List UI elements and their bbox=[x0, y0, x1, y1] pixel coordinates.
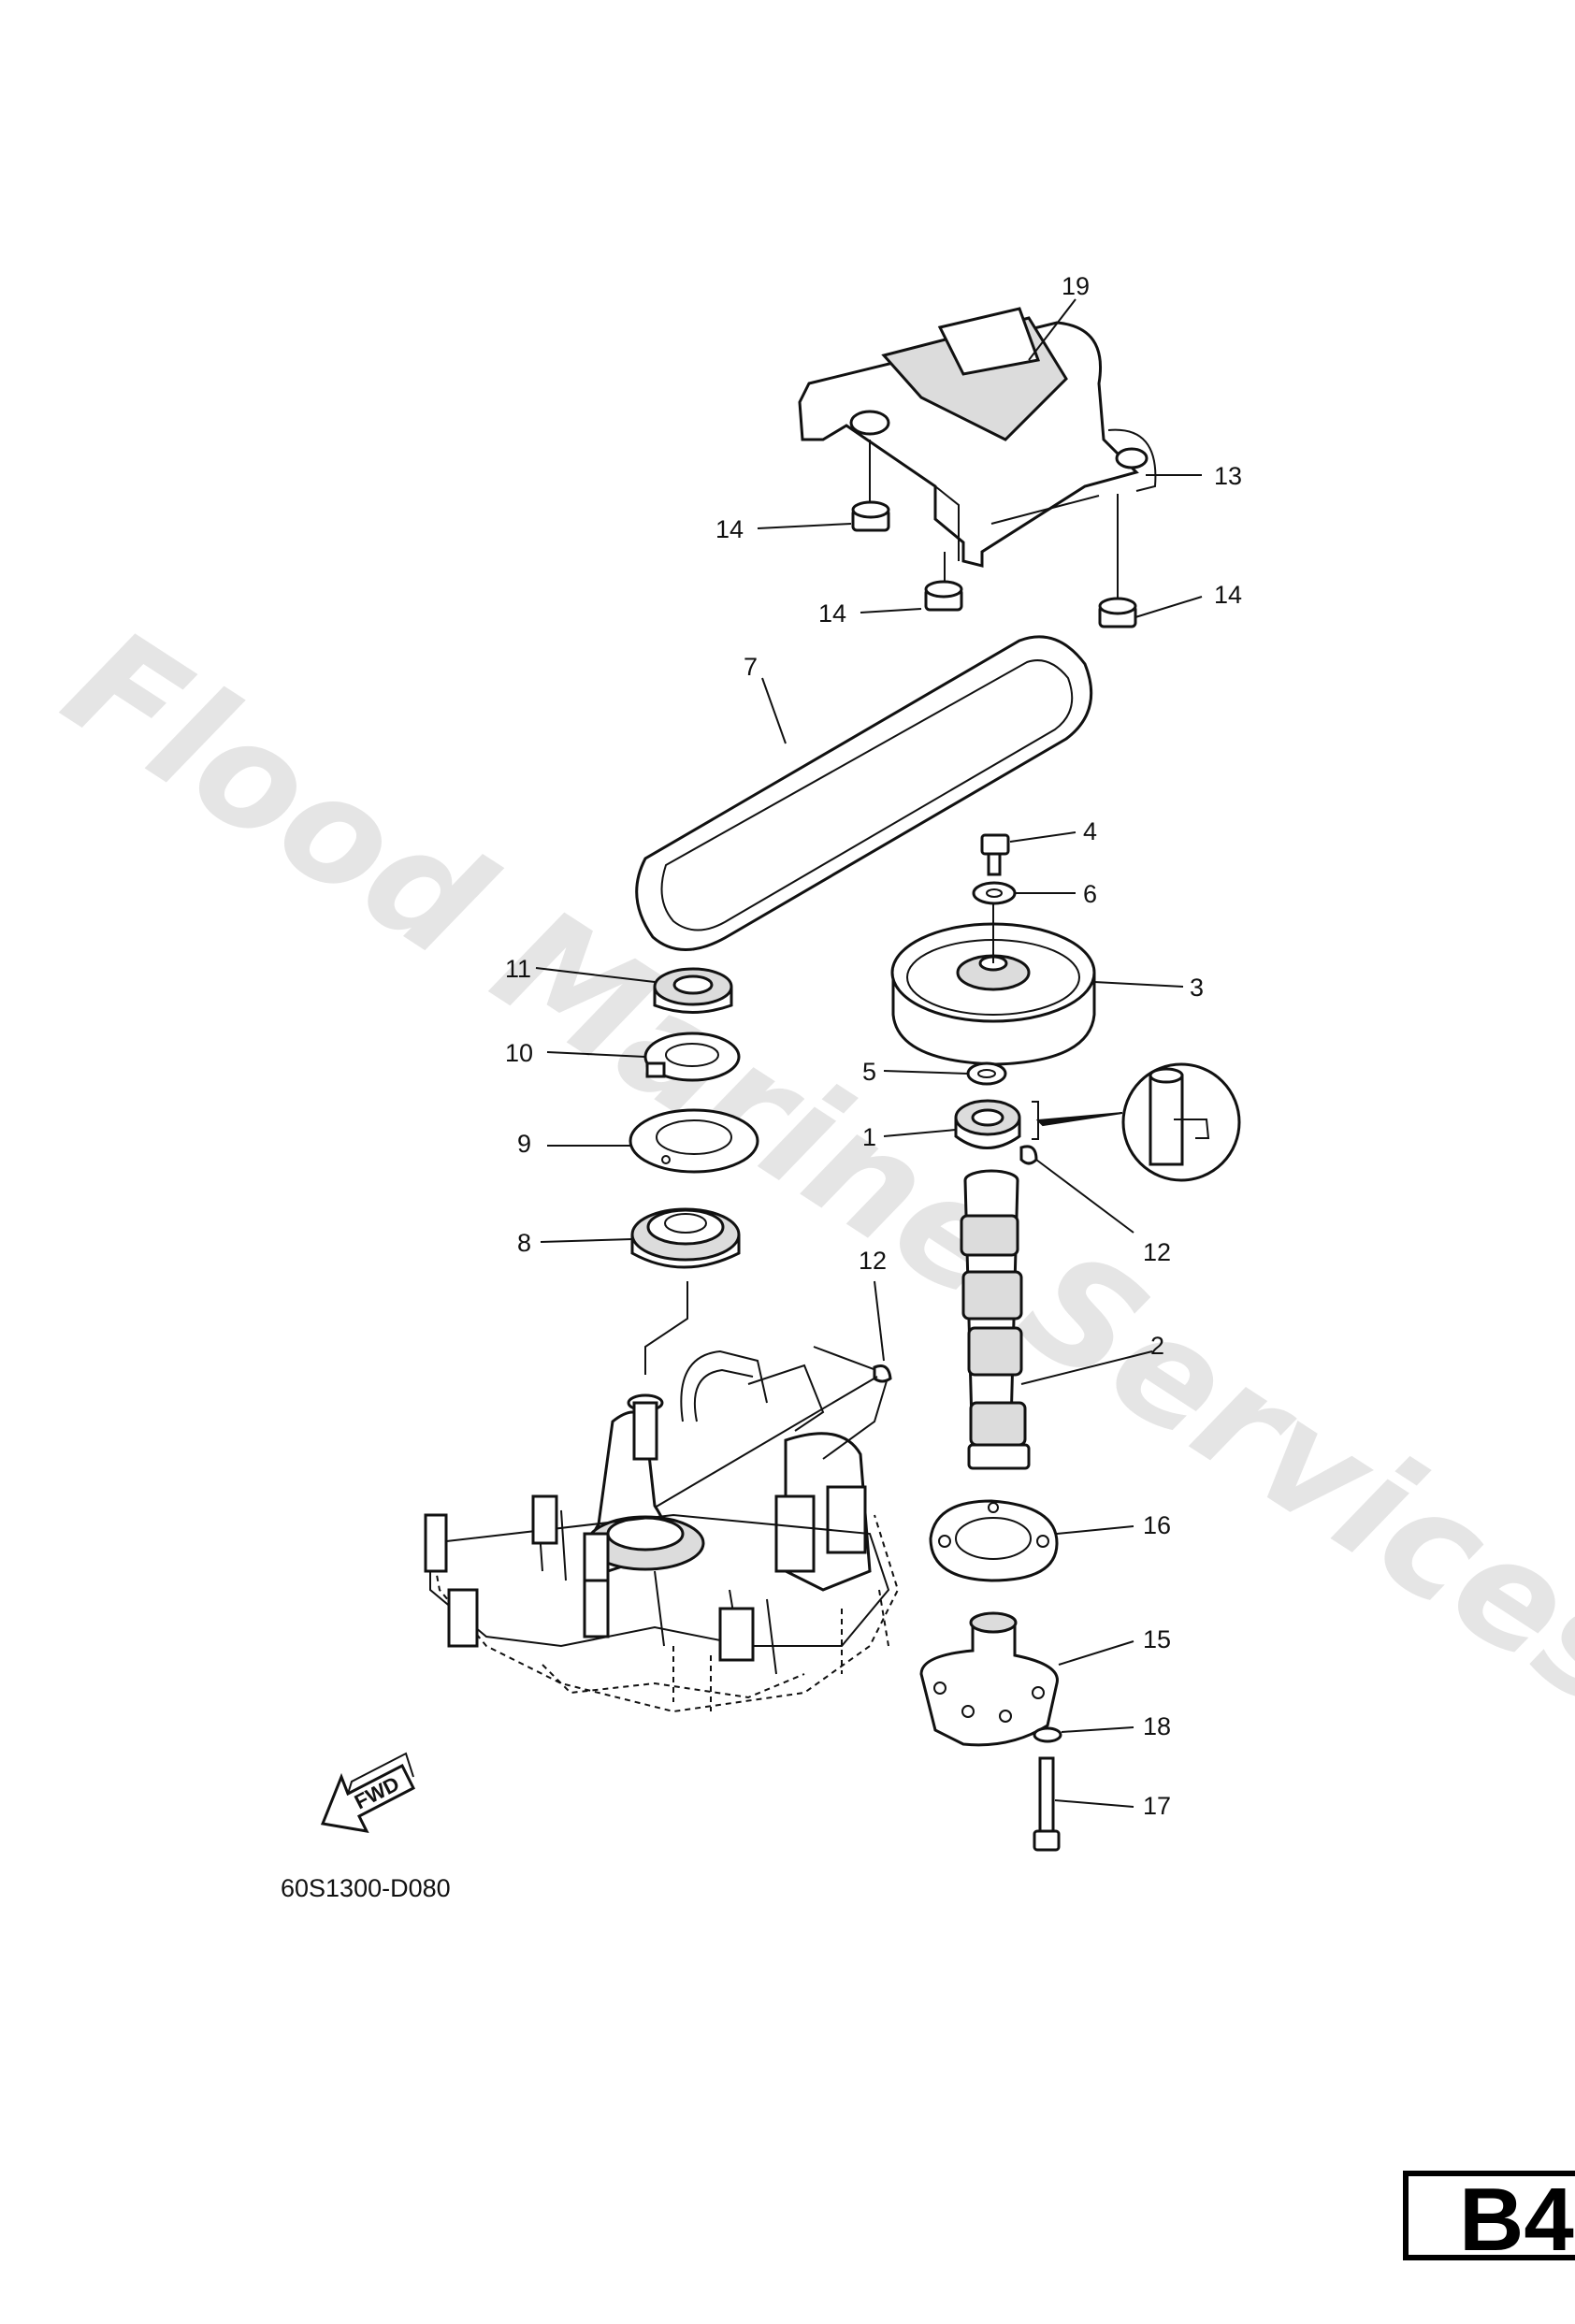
key-guide-line bbox=[654, 1376, 878, 1508]
bolt-17 bbox=[1033, 1756, 1061, 1852]
bolt-4 bbox=[980, 833, 1010, 876]
grommet-left bbox=[851, 440, 890, 532]
seal-detail-zoom bbox=[1032, 1062, 1241, 1182]
callout-11: 11 bbox=[505, 955, 531, 983]
powerhead-block bbox=[424, 1346, 900, 1713]
callout-17: 17 bbox=[1143, 1792, 1171, 1820]
woodruff-key-right bbox=[1019, 1145, 1038, 1165]
callout-16: 16 bbox=[1143, 1511, 1171, 1539]
callout-19: 19 bbox=[1062, 272, 1090, 300]
page-badge-label: B4 bbox=[1459, 2170, 1574, 2270]
oil-pump-15 bbox=[919, 1611, 1059, 1747]
callout-8: 8 bbox=[517, 1229, 531, 1257]
callout-6: 6 bbox=[1083, 880, 1097, 908]
callout-14-right: 14 bbox=[1214, 581, 1242, 609]
callout-3: 3 bbox=[1190, 974, 1204, 1002]
washer-5 bbox=[966, 1061, 1007, 1086]
washer-18 bbox=[1033, 1726, 1062, 1743]
plate-9 bbox=[629, 1108, 759, 1174]
nut-11 bbox=[653, 967, 733, 1014]
callout-7: 7 bbox=[744, 653, 758, 681]
gasket-16 bbox=[929, 1499, 1059, 1582]
grommet-center bbox=[924, 552, 963, 612]
washer-6 bbox=[972, 881, 1017, 905]
camshaft bbox=[960, 1169, 1031, 1470]
woodruff-key-left bbox=[873, 1364, 892, 1383]
callout-1: 1 bbox=[862, 1123, 876, 1151]
timing-belt-cover bbox=[798, 307, 1157, 568]
grommet-right bbox=[1098, 494, 1137, 628]
callout-12-right: 12 bbox=[1143, 1238, 1171, 1266]
callout-10: 10 bbox=[505, 1039, 533, 1067]
oil-seal-1 bbox=[954, 1099, 1021, 1149]
callout-9: 9 bbox=[517, 1130, 531, 1158]
callout-2: 2 bbox=[1150, 1332, 1164, 1360]
leader-to-crank bbox=[644, 1281, 688, 1375]
callout-13: 13 bbox=[1214, 462, 1242, 490]
reference-code: 60S1300-D080 bbox=[281, 1874, 451, 1902]
callouts: 19 13 14 14 14 7 4 6 3 11 10 9 8 5 1 12 … bbox=[505, 272, 1242, 1820]
camshaft-pulley bbox=[890, 902, 1096, 1066]
callout-14-center: 14 bbox=[818, 599, 846, 628]
lock-washer-10 bbox=[643, 1032, 741, 1082]
crank-pulley-8 bbox=[630, 1207, 741, 1269]
page-badge: B4 bbox=[1403, 2170, 1575, 2270]
callout-18: 18 bbox=[1143, 1712, 1171, 1740]
callout-12-left: 12 bbox=[859, 1247, 887, 1275]
callout-15: 15 bbox=[1143, 1625, 1171, 1653]
callout-14-left: 14 bbox=[715, 515, 744, 543]
callout-5: 5 bbox=[862, 1058, 876, 1086]
callout-4: 4 bbox=[1083, 817, 1097, 845]
fwd-arrow-icon: FWD bbox=[320, 1752, 416, 1833]
leader-lines bbox=[535, 298, 1203, 1808]
timing-belt bbox=[635, 635, 1093, 951]
